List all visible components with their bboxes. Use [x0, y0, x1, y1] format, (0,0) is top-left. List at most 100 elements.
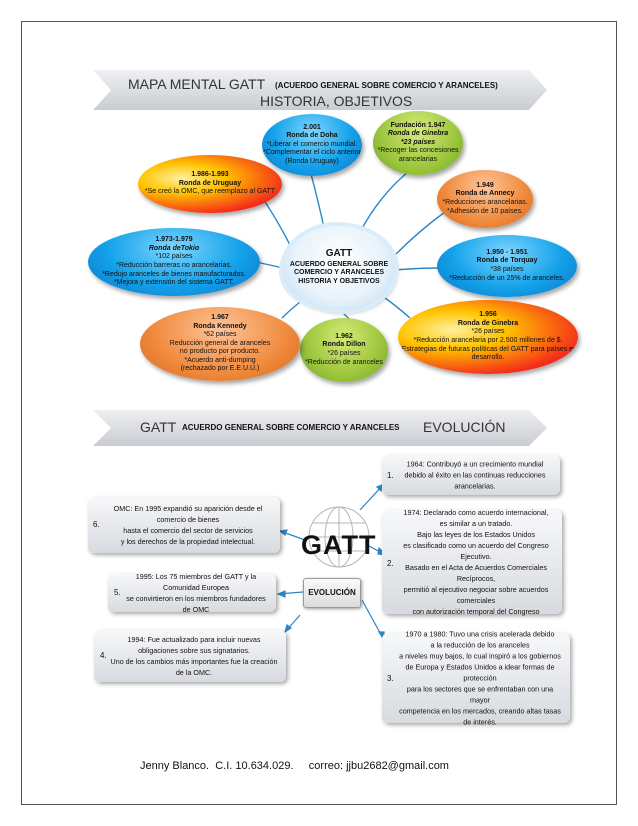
node-name: Ronda de Ginebra: [457, 319, 519, 327]
node-ronda-tokio: 1.973-1.979 Ronda deTokio *102 países *R…: [88, 228, 260, 296]
node-line: *26 países: [471, 328, 505, 336]
evolution-box-1: 1. 1964: Contribuyó a un crecimiento mun…: [382, 455, 560, 495]
center-cloud: GATT ACUERDO GENERAL SOBRE COMERCIO Y AR…: [283, 226, 395, 310]
box-number: 1.: [387, 471, 394, 480]
node-name: Ronda de Doha: [286, 132, 338, 140]
box-line: obligaciones sobre sus signatarios.: [138, 646, 250, 655]
node-year: 1.949: [476, 181, 494, 189]
box-number: 4.: [100, 651, 107, 660]
node-year: 1.986-1.993: [191, 171, 229, 179]
node-name: Ronda Dillon: [322, 341, 366, 349]
node-ronda-dillon: 1.962 Ronda Dillon *26 países *Reducción…: [300, 318, 388, 382]
banner2-title: GATT: [140, 419, 177, 435]
node-line: *Reducción arancelaria por 2.500 millone…: [413, 337, 563, 344]
box-line: Bajo las leyes de los Estados Unidos: [417, 530, 535, 539]
node-line: *Adhesión de 10 países.: [447, 207, 523, 215]
evolution-box-4: 4. 1994: Fue actualizado para incluir nu…: [94, 630, 286, 682]
node-line: *Reducción barreras no arancelarias.: [116, 262, 232, 269]
node-line: *Mejora y extensión del sistema GATT.: [113, 279, 235, 287]
node-line: *Recoger las concesiones: [377, 147, 459, 155]
banner2-subtitle: ACUERDO GENERAL SOBRE COMERCIO Y ARANCEL…: [182, 423, 400, 432]
node-name: Ronda de Uruguay: [178, 179, 242, 187]
box-line: y los derechos de la propiedad intelectu…: [120, 537, 256, 546]
box-line: es clasificado como un acuerdo del Congr…: [403, 541, 549, 561]
node-line: (rechazado por E.E.U.U.): [180, 365, 260, 373]
node-line: no producto por producto.: [179, 348, 261, 356]
evolution-label: EVOLUCIÓN: [303, 578, 361, 608]
box-line: de Europa y Estados Unidos a idear forma…: [405, 662, 555, 683]
node-line: arancelarias: [398, 155, 438, 163]
center-line: ACUERDO GENERAL SOBRE: [289, 260, 389, 268]
node-ronda-ginebra-1956: 1.956 Ronda de Ginebra *26 países *Reduc…: [398, 300, 578, 374]
banner-subtitle: (ACUERDO GENERAL SOBRE COMERCIO Y ARANCE…: [275, 81, 498, 90]
banner-title: MAPA MENTAL GATT: [128, 76, 266, 92]
banner2-right: EVOLUCIÓN: [423, 419, 506, 435]
author-email: correo: jjbu2682@gmail.com: [308, 760, 449, 772]
node-year: Fundación 1.947: [390, 121, 446, 129]
title-banner-top: [93, 70, 547, 110]
node-extra: *23 países: [400, 138, 436, 146]
box-line: 1974: Declarado como acuerdo internacion…: [403, 508, 549, 517]
node-ronda-uruguay: 1.986-1.993 Ronda de Uruguay *Se creó la…: [138, 155, 282, 213]
node-ronda-ginebra-1947: Fundación 1.947 Ronda de Ginebra *23 paí…: [373, 111, 463, 175]
evolution-box-6: 6. OMC: En 1995 expandió su aparición de…: [88, 497, 280, 553]
title-banner-evolution: [93, 410, 547, 446]
node-year: 1.962: [335, 332, 353, 340]
node-name: Ronda de Annecy: [455, 190, 515, 198]
node-line: *26 países: [327, 350, 361, 357]
box-number: 5.: [114, 588, 121, 597]
box-number: 6.: [93, 520, 100, 529]
box-number: 3.: [387, 674, 394, 683]
evolution-box-3: 3. 1970 a 1980: Tuvo una crisis acelerad…: [382, 630, 570, 727]
box-line: a niveles muy bajos, lo cual inspiró a l…: [399, 651, 561, 661]
box-line: 1964: Contribuyó a un crecimiento mundia…: [406, 459, 544, 469]
box-line: 1994: Fue actualizado para incluir nueva…: [127, 635, 261, 644]
node-name: Ronda de Ginebra: [387, 130, 449, 138]
box-line: permitió al ejecutivo negociar sobre acu…: [403, 585, 549, 605]
node-line: *Estrategias de futuras políticas del GA…: [399, 345, 577, 353]
node-line: *Complementar el ciclo anterior: [263, 149, 361, 157]
box-line: OMC: En 1995 expandió su aparición desde…: [113, 504, 263, 524]
node-line: *Reducción de aranceles: [305, 358, 383, 366]
evolution-box-5: 5. 1995: Los 75 miembros del GATT y la C…: [108, 572, 276, 614]
center-line: HISTORIA Y OBJETIVOS: [298, 277, 380, 285]
box-line: 1995: Los 75 miembros del GATT y la Comu…: [135, 572, 257, 592]
box-line: es similar a un tratado.: [439, 519, 513, 528]
node-name: Ronda deTokio: [148, 244, 200, 252]
box-line: 1970 a 1980: Tuvo una crisis acelerada d…: [405, 629, 555, 639]
node-line: desarrollo.: [471, 354, 505, 362]
gatt-globe-logo: [308, 506, 370, 568]
node-year: 1.956: [479, 311, 497, 319]
box-line: con autorización temporal del Congreso: [412, 607, 540, 616]
node-ronda-torquay: 1.950 - 1.951 Ronda de Torquay *38 paíse…: [437, 235, 577, 297]
node-line: *Liberar el comercio mundial.: [266, 140, 358, 148]
box-line: hasta el comercio del sector de servicio…: [123, 526, 253, 535]
center-title: GATT: [325, 248, 353, 259]
box-line: Basado en el Acta de Acuerdos Comerciale…: [405, 563, 547, 583]
box-line: a la reducción de los aranceles: [430, 640, 530, 650]
node-ronda-annecy: 1.949 Ronda de Annecy *Reducciones aranc…: [437, 170, 533, 228]
author-ci: C.I. 10.634.029.: [215, 760, 294, 772]
node-line: Reducción general de aranceles: [169, 339, 271, 347]
node-year: 1.967: [211, 313, 229, 321]
page-border: [21, 21, 617, 805]
node-line: (Ronda Uruguay): [285, 157, 339, 165]
box-number: 2.: [387, 559, 394, 568]
box-line: debido al éxito en las continuas reducci…: [404, 470, 546, 491]
node-year: 1.950 - 1.951: [486, 248, 528, 256]
node-name: Ronda de Torquay: [476, 257, 538, 265]
node-name: Ronda Kennedy: [193, 322, 247, 330]
evolution-box-2: 2. 1974: Declarado como acuerdo internac…: [382, 508, 562, 616]
node-line: *Reducción de un 25% de aranceles.: [449, 274, 565, 282]
node-year: 1.973-1.979: [155, 236, 193, 244]
author-name: Jenny Blanco.: [140, 760, 210, 772]
node-ronda-kennedy: 1.967 Ronda Kennedy *62 países Reducción…: [140, 307, 300, 381]
box-line: Uno de los cambios más importantes fue l…: [110, 657, 278, 677]
node-line: *102 países: [155, 253, 193, 261]
center-line: COMERCIO Y ARANCELES: [293, 269, 385, 276]
node-line: *Acuerdo anti-dumping: [184, 356, 256, 364]
banner-line2: HISTORIA, OBJETIVOS: [260, 93, 413, 109]
node-ronda-doha: 2.001 Ronda de Doha *Liberar el comercio…: [262, 114, 362, 176]
box-line: competencia en los mercados, creando alt…: [399, 706, 561, 727]
node-line: *38 países: [490, 266, 524, 273]
